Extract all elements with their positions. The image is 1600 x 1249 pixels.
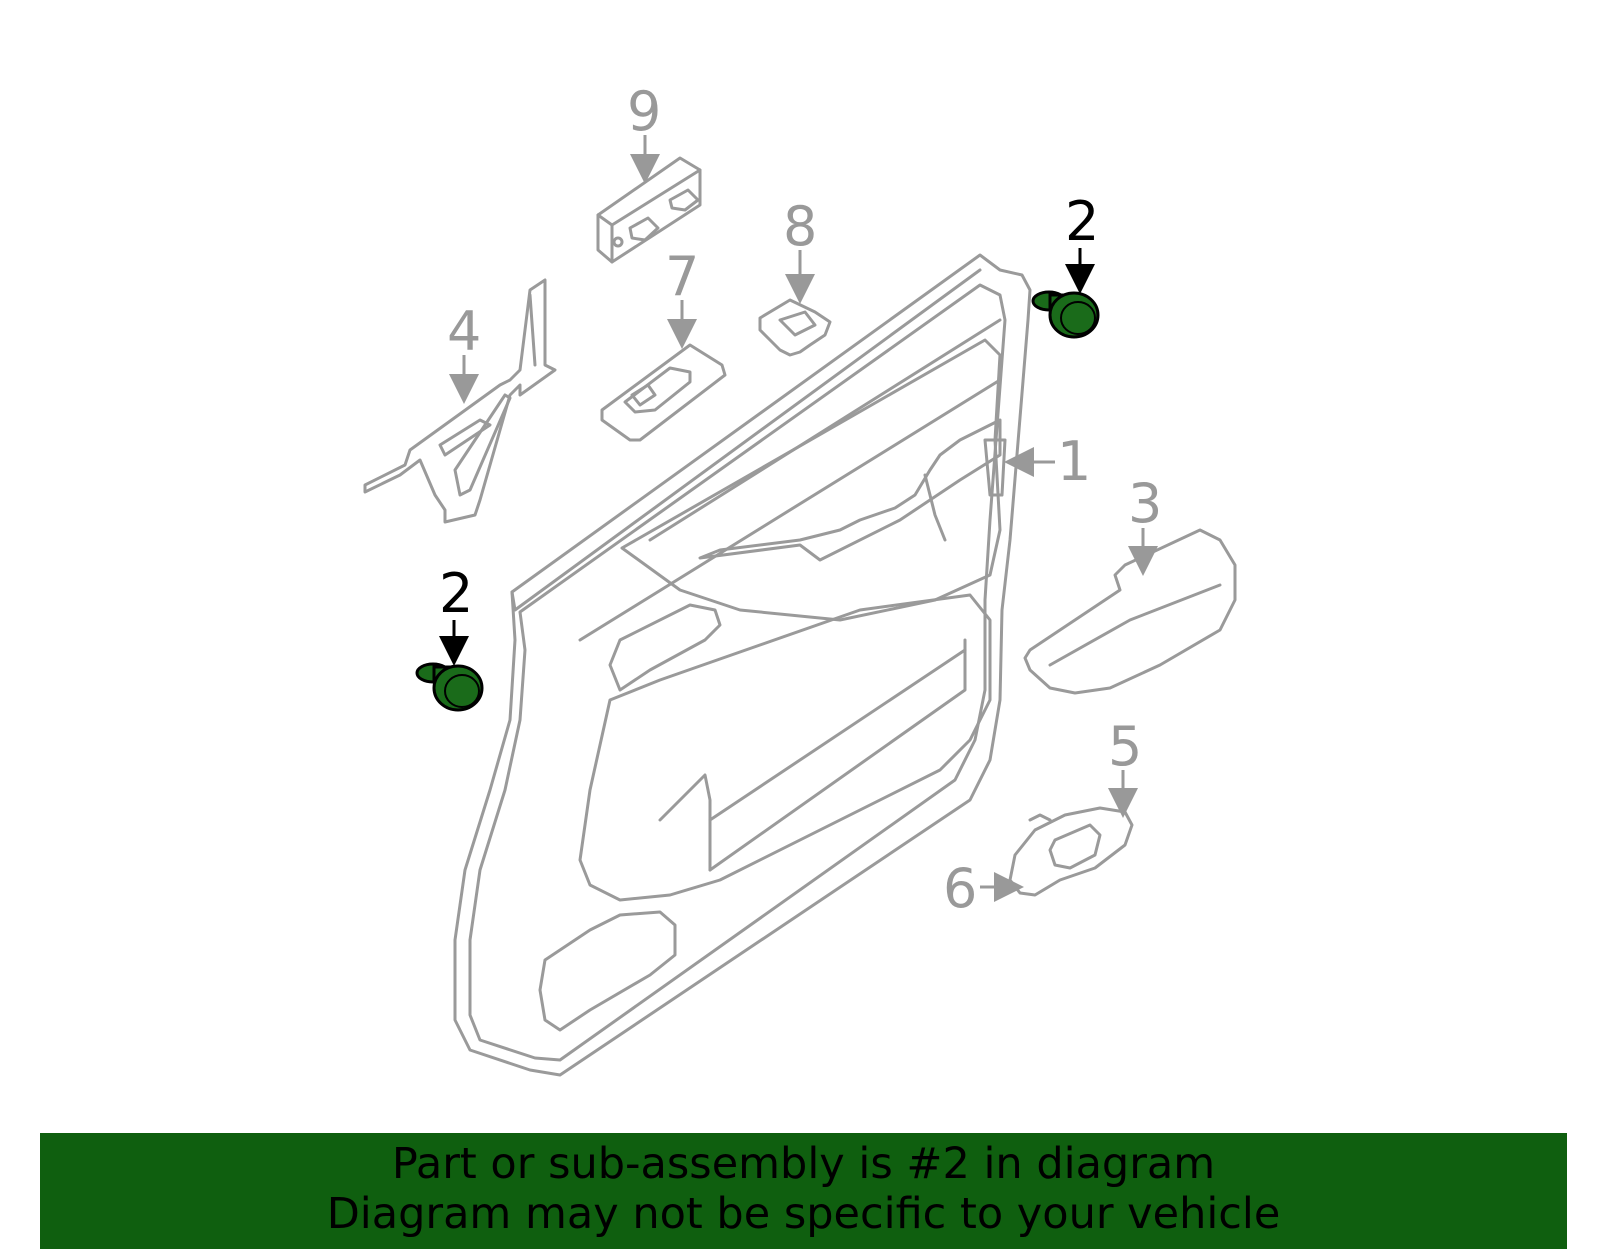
clip-part-2-lower[interactable] [415,662,484,712]
door-trim-panel-part-1 [453,253,1032,1077]
callout-2-lower: 2 [439,562,473,625]
window-switch-panel-part-7 [600,343,727,442]
banner-line-2: Diagram may not be specific to your vehi… [326,1189,1281,1239]
callout-1: 1 [1057,430,1091,493]
armrest-pad-part-3 [1023,528,1237,695]
callout-3: 3 [1128,472,1162,535]
callout-4: 4 [447,300,481,363]
banner-line-1: Part or sub-assembly is #2 in diagram [391,1139,1216,1189]
callout-6: 6 [943,857,977,920]
callout-9: 9 [627,80,661,143]
callout-8: 8 [783,195,817,258]
door-handle-bezel-part-5 [1008,806,1134,897]
callout-2-upper: 2 [1065,190,1099,253]
callout-5: 5 [1108,715,1142,778]
switch-assembly-part-9 [596,156,702,264]
clip-part-2-upper[interactable] [1031,290,1100,339]
bracket-part-4 [363,278,557,524]
callout-7: 7 [665,245,699,308]
parts-diagram: 9 8 7 4 1 3 5 6 2 2 [363,80,1237,1077]
clip-part-8 [758,298,832,357]
info-banner: Part or sub-assembly is #2 in diagram Di… [40,1133,1567,1249]
